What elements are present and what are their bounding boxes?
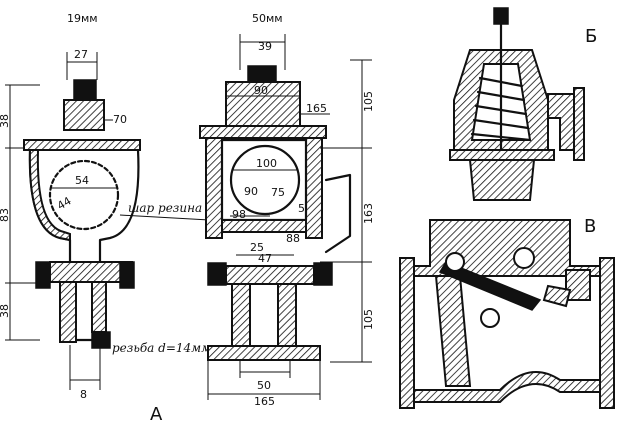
figure-label-b: Б [585,26,597,47]
title-50mm: 50мм [252,12,283,25]
side-lever [324,173,352,254]
dim-163: 163 [362,203,375,224]
hinge-pin [513,247,535,269]
dim-8: 8 [80,388,87,401]
dim-105-bot: 105 [362,309,375,330]
right-flange [599,257,615,409]
right-nut [119,261,135,289]
dim-90-top: 90 [254,84,268,97]
dim-50: 50 [257,379,271,392]
bonnet [225,81,301,127]
left-nut [35,261,51,289]
dim-98: 98 [232,208,246,221]
bottom-body [413,371,601,403]
dim-105-top: 105 [362,91,375,112]
dim-27: 27 [74,48,88,61]
disc-arm [438,261,542,311]
valve-50mm-drawing: 50мм 39 90 165 100 90 75 5 98 88 25 47 [199,12,375,408]
dim-39: 39 [258,40,272,53]
figure-label-a: А [150,404,163,425]
dim-83: 83 [0,208,11,222]
dim-88: 88 [286,232,300,245]
valve-19mm-drawing: 19мм 27 70 38 83 38 54 44 [0,12,246,425]
dim-5: 5 [298,202,305,215]
dim-38-top: 38 [0,114,11,128]
dim-90-center: 90 [244,185,258,198]
dim-38-bot: 38 [0,304,11,318]
dim-54: 54 [75,174,89,187]
top-plug [247,65,277,83]
thread-label: резьба d=14мм [112,341,211,355]
check-valve-drawing: В [399,216,615,409]
body-flange [23,139,141,151]
dim-75: 75 [271,186,285,199]
ball [48,159,120,231]
dim-47: 47 [258,252,272,265]
seat [434,275,472,387]
dim-25: 25 [250,241,264,254]
dim-100: 100 [256,157,277,170]
dim-70: 70 [113,113,127,126]
dim-165-bot: 165 [254,395,275,408]
figure-label-v: В [584,216,596,237]
top-housing [63,99,105,131]
base-flange [207,345,321,361]
chamber-ball [229,144,301,216]
dim-165-top: 165 [306,102,327,115]
title-19mm: 19мм [67,12,98,25]
left-flange [399,257,415,409]
ball-rubber-label: шар резина [128,201,202,215]
safety-valve-drawing: Б [449,7,597,201]
dim-44: 44 [55,194,74,212]
cap-nut [73,79,97,103]
